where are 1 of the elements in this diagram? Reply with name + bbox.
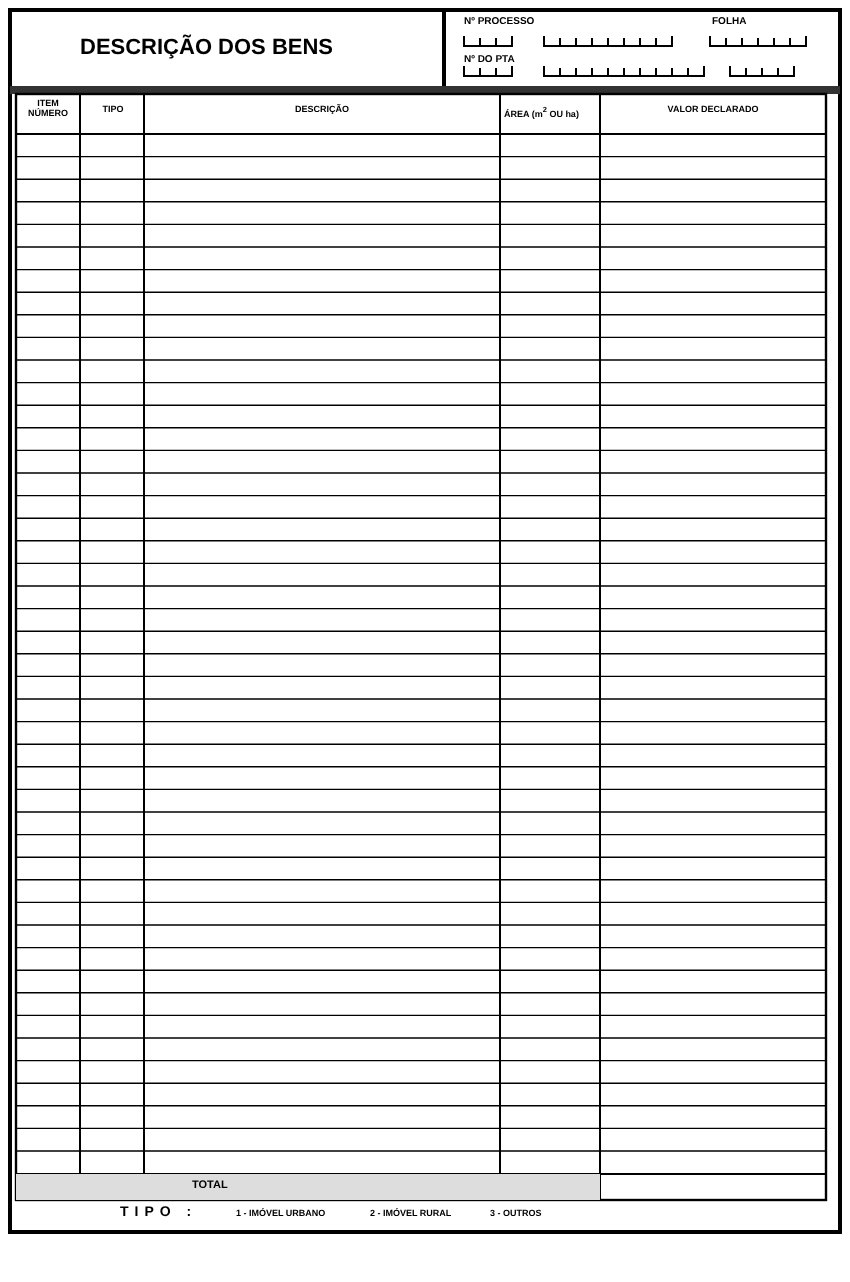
form-title: DESCRIÇÃO DOS BENS bbox=[80, 36, 334, 60]
